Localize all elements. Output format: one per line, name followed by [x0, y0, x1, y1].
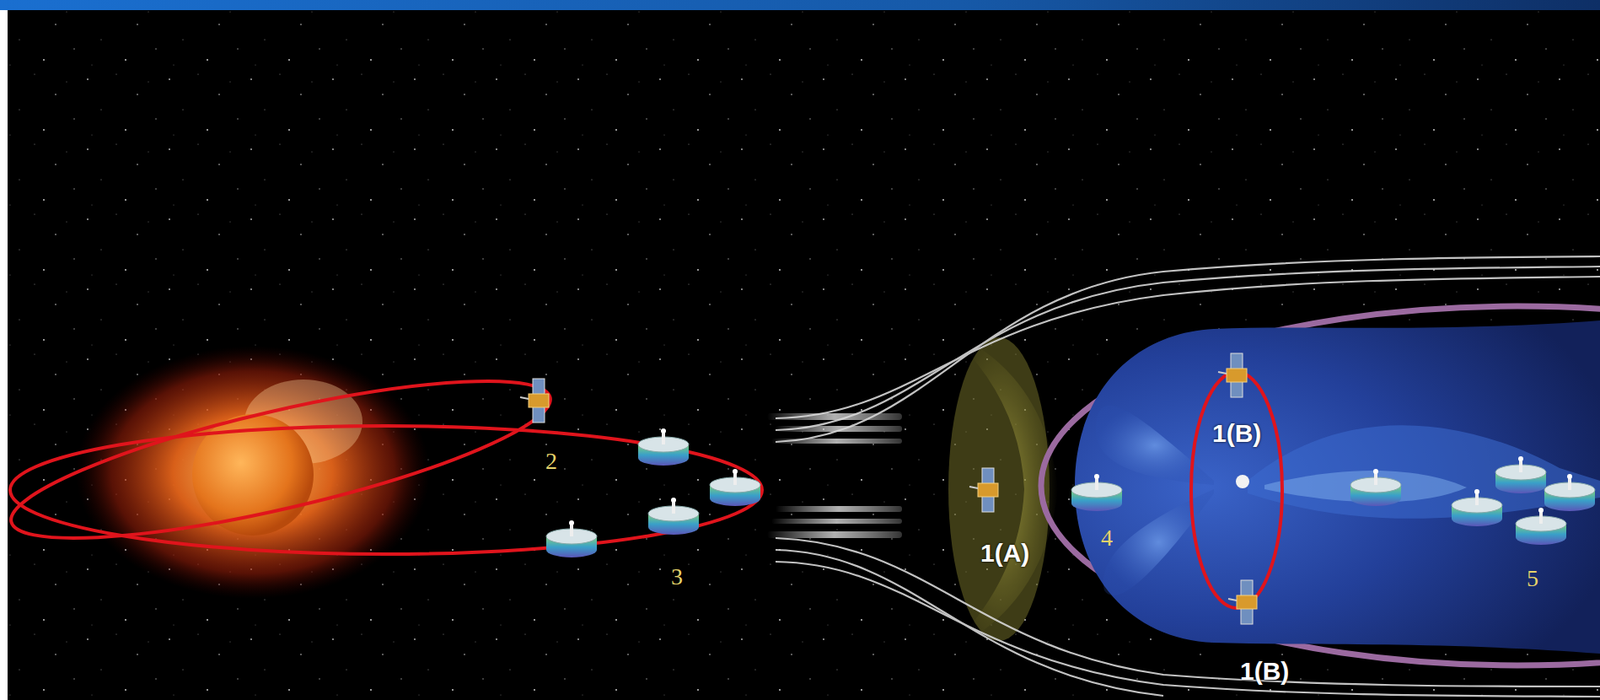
callout-number: 1(A)	[980, 540, 1030, 566]
callout-number: 2	[545, 449, 558, 473]
callout-number: 5	[1526, 566, 1539, 591]
callout-number: 1(B)	[1240, 658, 1289, 684]
callout-number: 3	[671, 564, 683, 589]
callout-number: 1(B)	[1212, 420, 1262, 446]
callout-number: 4	[1100, 526, 1113, 550]
